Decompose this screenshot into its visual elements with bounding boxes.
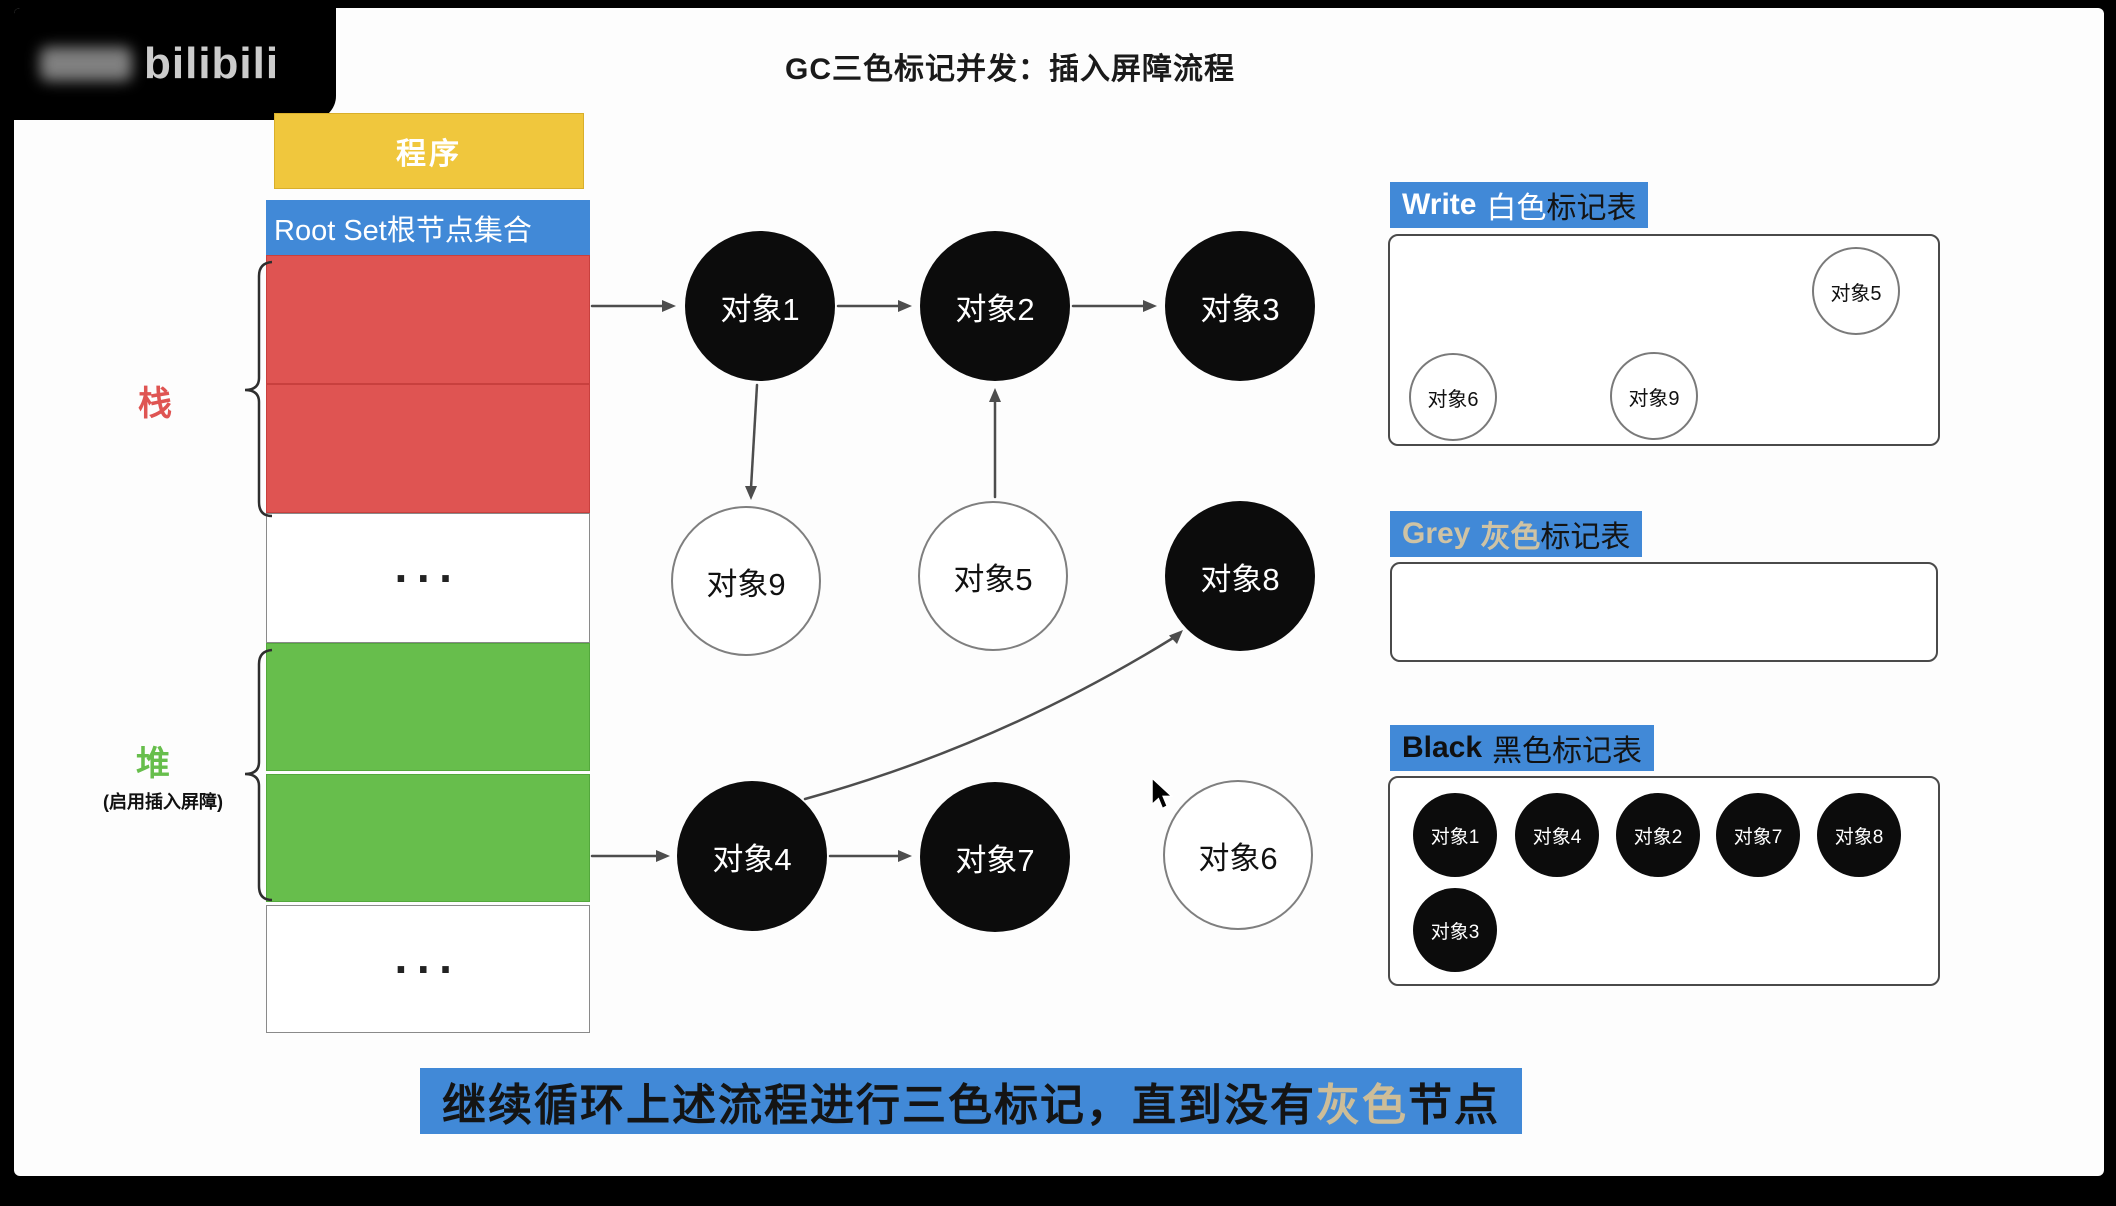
graph-node-obj2: 对象2 [920, 231, 1070, 381]
stack-cell-2 [266, 384, 590, 513]
black-table-item: 对象3 [1413, 888, 1497, 972]
black-table-item: 对象4 [1515, 793, 1599, 877]
black-table-item: 对象1 [1413, 793, 1497, 877]
grey-heading-rest: 标记表 [1540, 521, 1631, 554]
grey-table-box [1390, 562, 1938, 662]
program-box: 程序 [274, 113, 584, 189]
black-heading-en: Black [1402, 731, 1483, 764]
graph-node-obj4: 对象4 [677, 781, 827, 931]
grey-heading-en: Grey [1402, 517, 1471, 550]
graph-node-obj6: 对象6 [1163, 780, 1313, 930]
rootset-box: Root Set根节点集合 [266, 200, 590, 255]
heap-label: 堆 [136, 745, 170, 783]
bilibili-tv-icon [40, 47, 132, 81]
watermark-text: bilibili [144, 39, 280, 88]
graph-node-obj5: 对象5 [918, 501, 1068, 651]
white-table-box: 对象5 对象6 对象9 [1388, 234, 1940, 446]
black-table-box: 对象1 对象4 对象2 对象7 对象8 对象3 [1388, 776, 1940, 986]
graph-node-obj9: 对象9 [671, 506, 821, 656]
white-heading-color-word: 白色 [1486, 192, 1547, 225]
graph-node-obj7: 对象7 [920, 782, 1070, 932]
graph-node-obj1: 对象1 [685, 231, 835, 381]
footer-text-after: 节点 [1408, 1081, 1500, 1130]
black-heading-rest: 标记表 [1552, 735, 1643, 768]
page-title: GC三色标记并发：插入屏障流程 [785, 53, 1235, 86]
heap-sublabel: (启用插入屏障) [103, 792, 223, 812]
heap-cell-2 [266, 774, 590, 902]
grey-table-heading: Grey 灰色 标记表 [1390, 511, 1643, 557]
stack-cell-1 [266, 255, 590, 384]
white-table-heading: Write 白色 标记表 [1390, 182, 1649, 228]
white-table-item: 对象6 [1409, 353, 1497, 441]
white-heading-en: Write [1402, 188, 1477, 221]
white-heading-rest: 标记表 [1546, 192, 1637, 225]
footer-banner: 继续循环上述流程进行三色标记，直到没有 灰色 节点 [420, 1068, 1522, 1134]
black-table-item: 对象2 [1616, 793, 1700, 877]
stack-label: 栈 [138, 385, 172, 423]
footer-text-before: 继续循环上述流程进行三色标记，直到没有 [442, 1081, 1316, 1130]
footer-highlight: 灰色 [1316, 1081, 1408, 1130]
black-table-item: 对象7 [1716, 793, 1800, 877]
white-table-item: 对象5 [1812, 247, 1900, 335]
grey-heading-color-word: 灰色 [1480, 521, 1541, 554]
stack-ellipsis-cell: ··· [266, 513, 590, 643]
black-heading-color-word: 黑色 [1492, 735, 1553, 768]
watermark: bilibili [14, 8, 336, 120]
heap-ellipsis-cell: ··· [266, 905, 590, 1033]
black-table-heading: Black 黑色 标记表 [1390, 725, 1655, 771]
graph-node-obj8: 对象8 [1165, 501, 1315, 651]
black-table-item: 对象8 [1817, 793, 1901, 877]
heap-cell-1 [266, 643, 590, 771]
graph-node-obj3: 对象3 [1165, 231, 1315, 381]
white-table-item: 对象9 [1610, 352, 1698, 440]
